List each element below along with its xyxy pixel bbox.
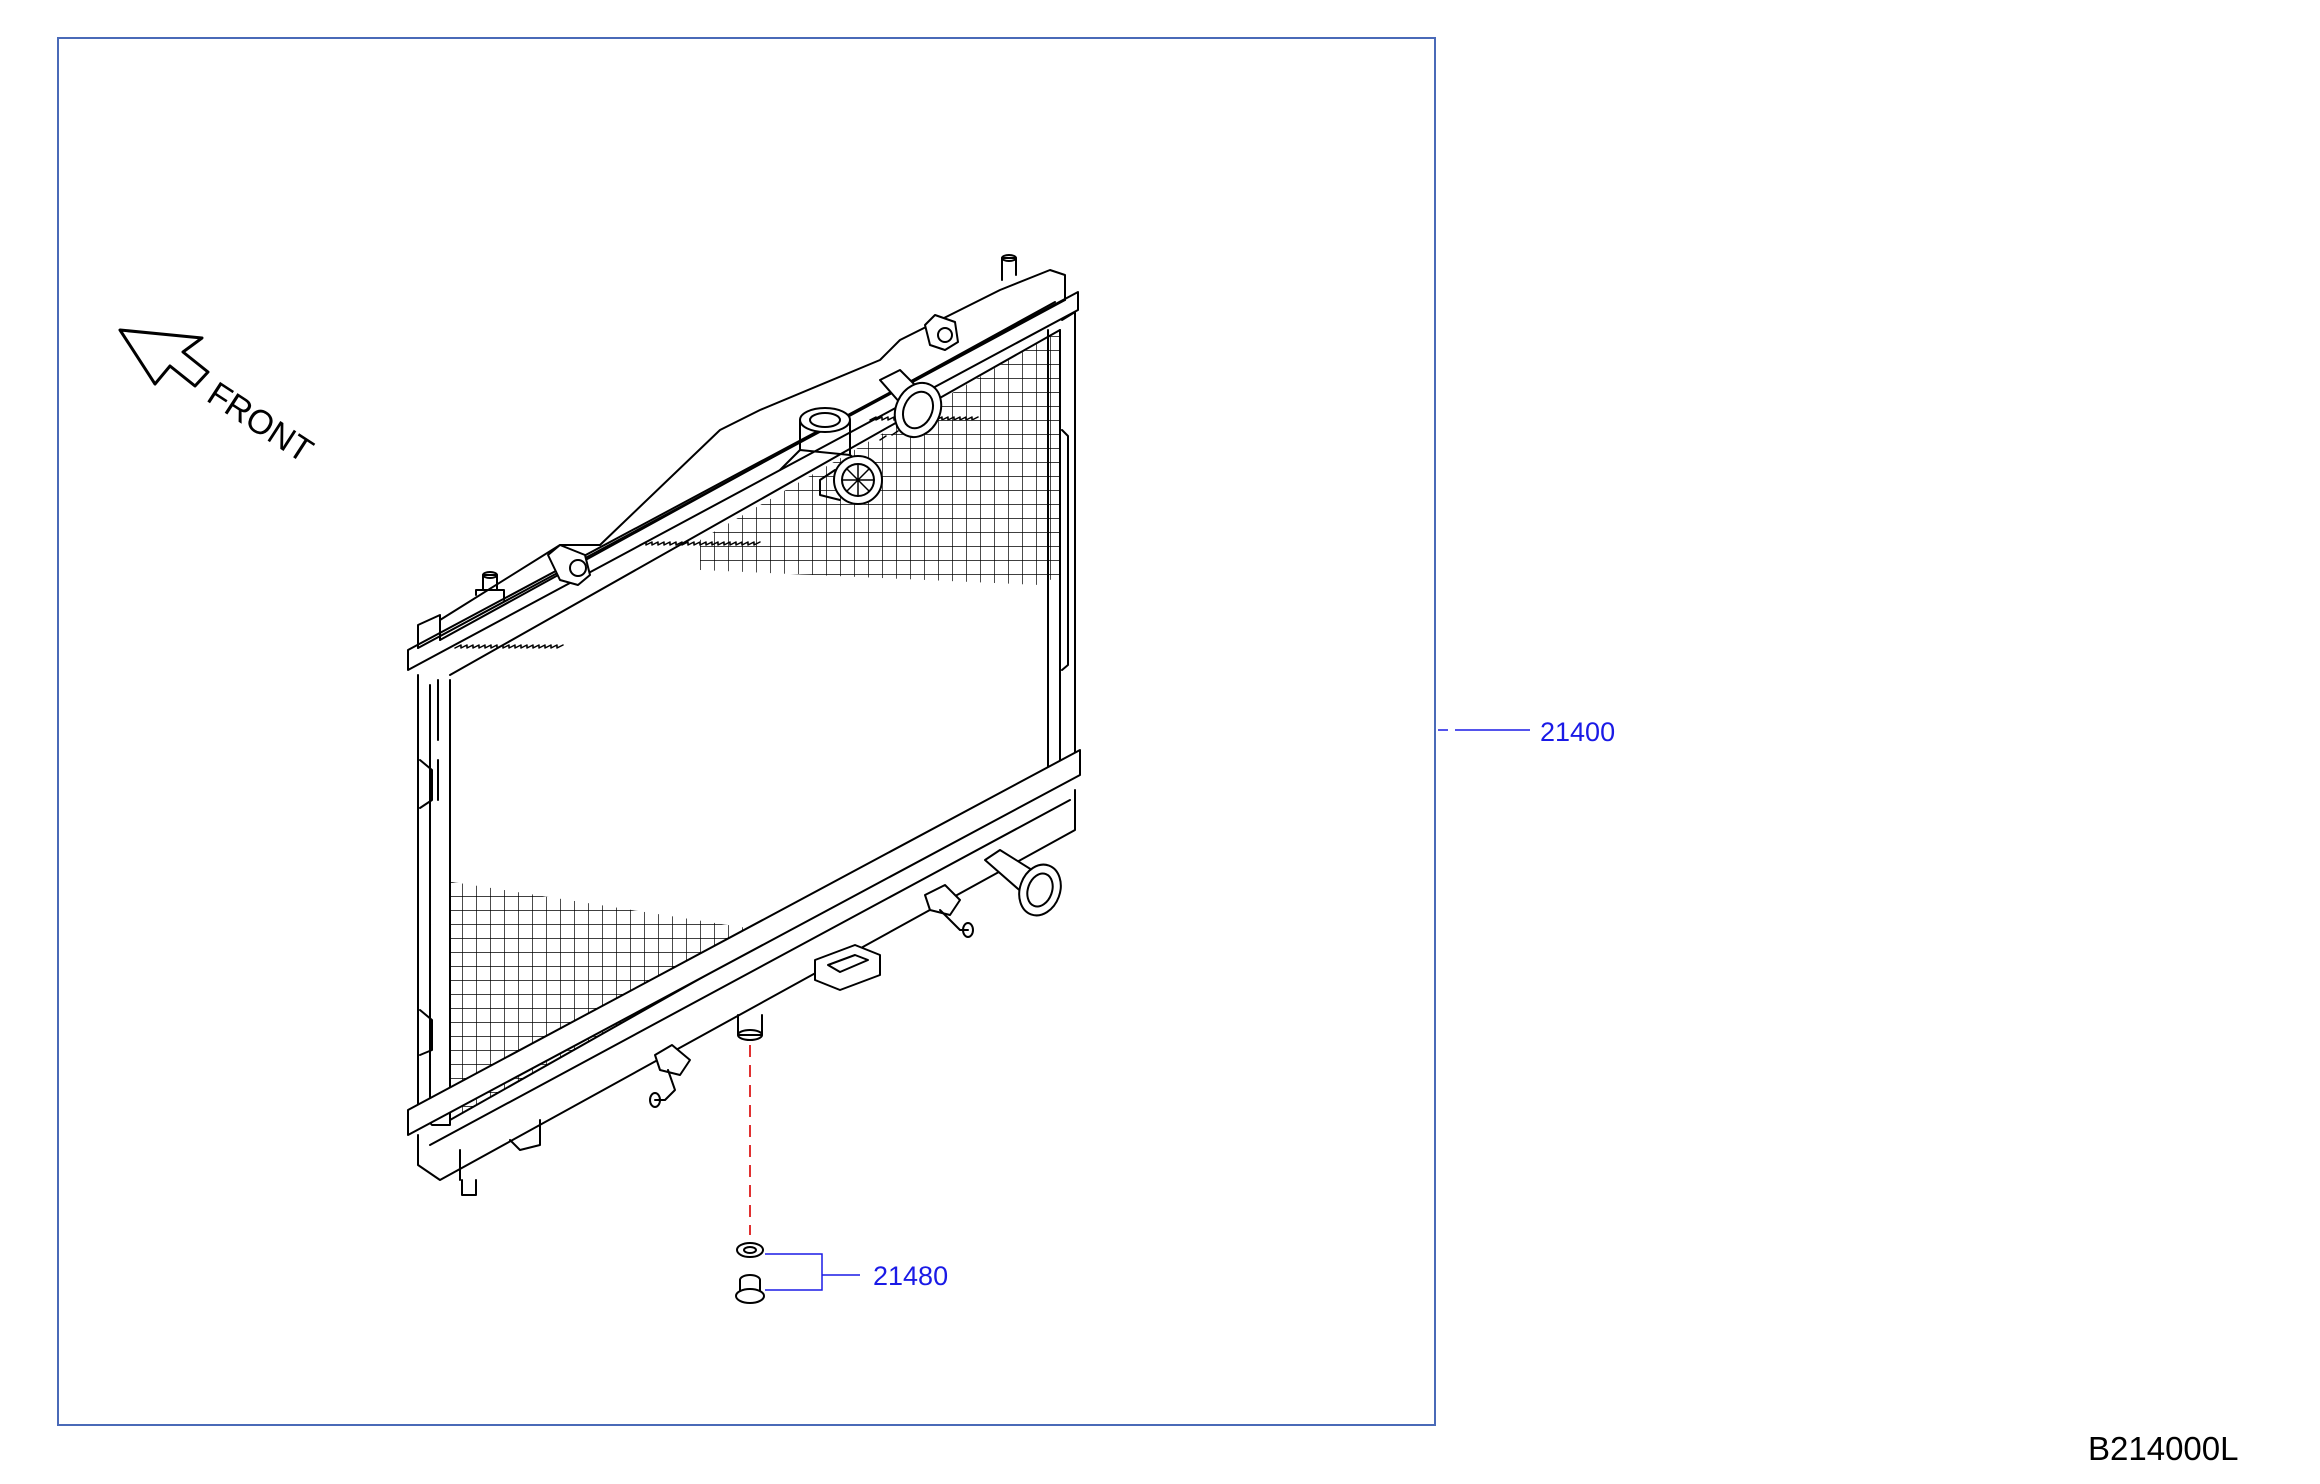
core-fins-upper	[700, 330, 1060, 585]
drain-plug-parts	[735, 1242, 765, 1304]
callout-21480[interactable]: 21480	[873, 1261, 948, 1291]
radiator-assembly	[407, 254, 1081, 1196]
front-direction-label: FRONT	[201, 375, 320, 471]
front-arrow-icon	[118, 328, 210, 388]
callout-leaders	[765, 729, 1530, 1291]
group-frame	[57, 37, 1436, 1426]
diagram-code: B214000L	[2088, 1430, 2239, 1467]
callout-21400[interactable]: 21400	[1540, 717, 1615, 747]
